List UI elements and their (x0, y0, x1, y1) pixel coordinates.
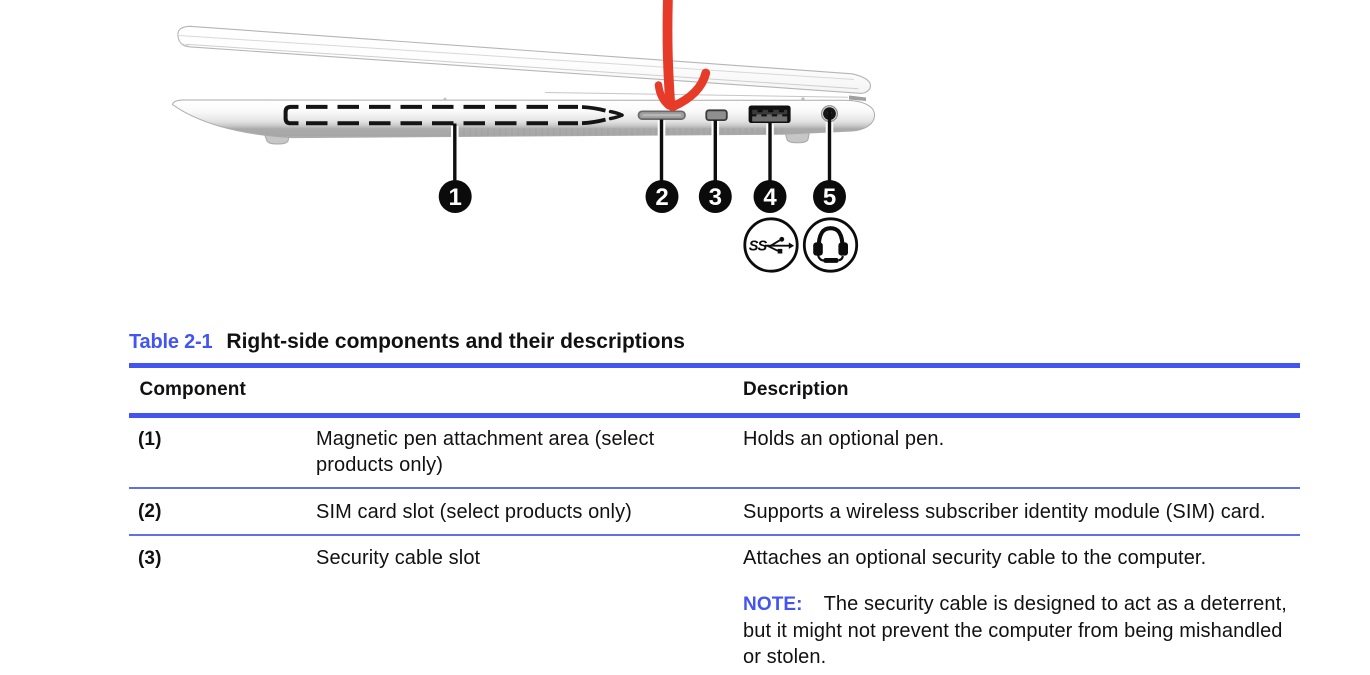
svg-text:SS: SS (749, 238, 768, 254)
svg-text:5: 5 (823, 184, 836, 211)
svg-text:4: 4 (763, 184, 777, 211)
svg-text:3: 3 (709, 184, 722, 211)
svg-text:2: 2 (655, 184, 668, 211)
svg-text:1: 1 (449, 184, 462, 211)
